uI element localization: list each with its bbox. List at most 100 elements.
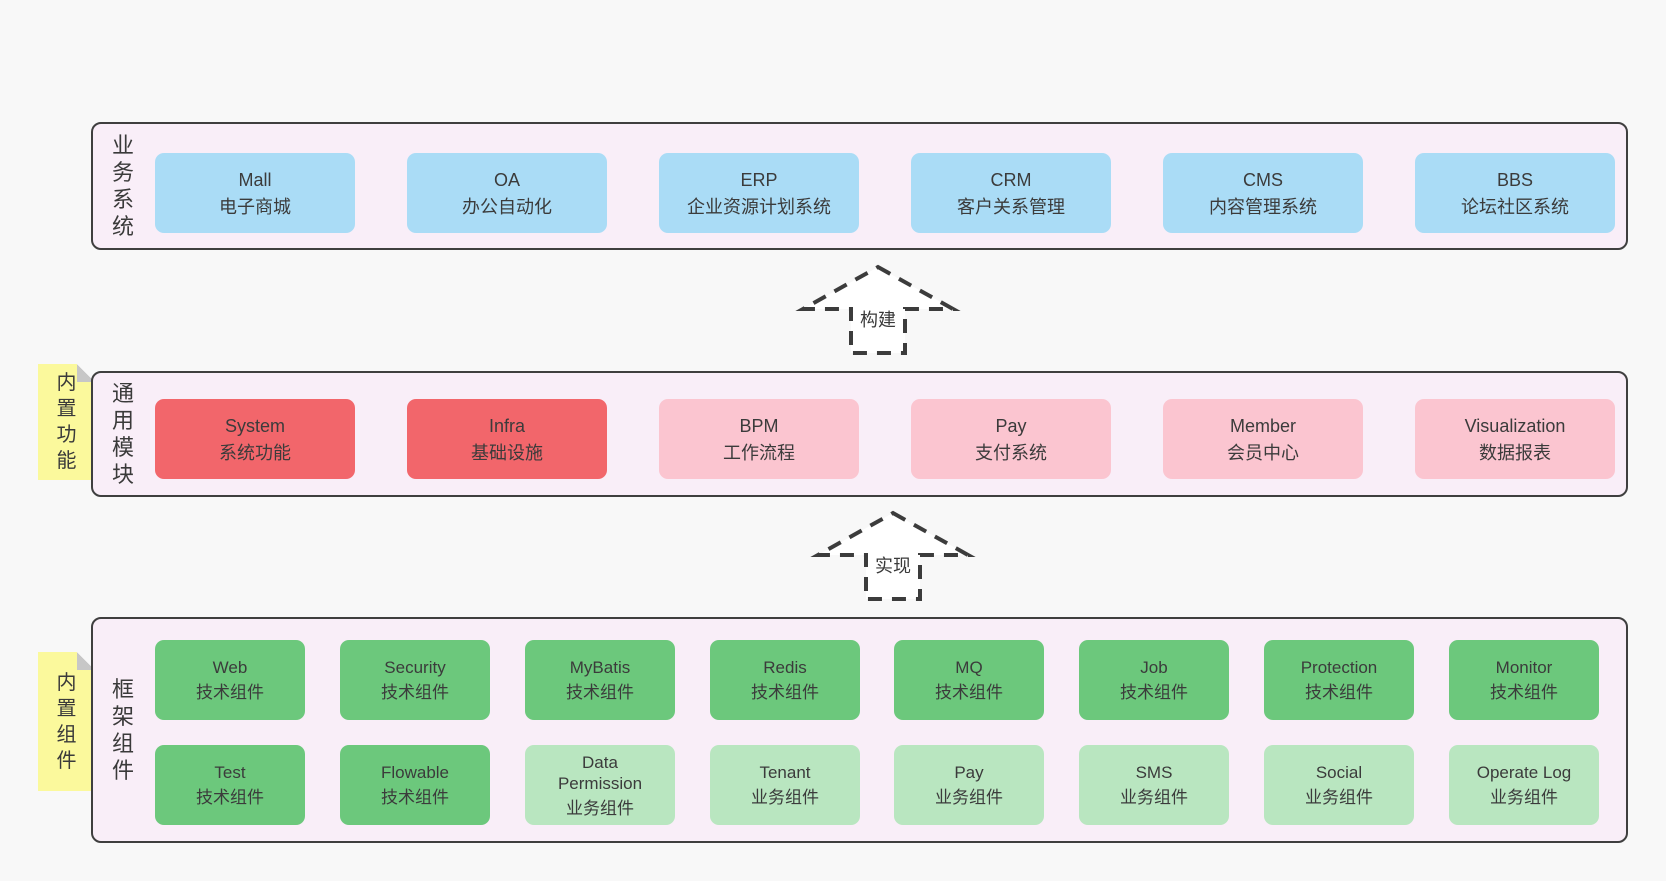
box-title: Operate Log — [1476, 763, 1572, 782]
layer-title-column: 通用模块 — [103, 373, 143, 495]
box-subtitle: 技术组件 — [1490, 683, 1558, 702]
box-bbs: BBS 论坛社区系统 — [1415, 153, 1615, 233]
box-oa: OA 办公自动化 — [407, 153, 607, 233]
box-subtitle: 业务组件 — [1305, 788, 1373, 807]
layer-title-column: 框架组件 — [103, 619, 143, 841]
box-subtitle: 技术组件 — [935, 683, 1003, 702]
box-title: MQ — [955, 658, 983, 677]
box-subtitle: 系统功能 — [219, 442, 291, 463]
box-title: Visualization — [1464, 415, 1566, 436]
box-operate-log: Operate Log 业务组件 — [1449, 745, 1599, 825]
box-subtitle: 办公自动化 — [462, 196, 552, 217]
box-subtitle: 工作流程 — [723, 442, 795, 463]
box-subtitle: 业务组件 — [566, 798, 634, 818]
box-title: MyBatis — [569, 658, 631, 677]
box-title: Monitor — [1495, 658, 1553, 677]
box-subtitle: 技术组件 — [196, 683, 264, 702]
box-title: System — [224, 415, 285, 436]
box-pay-component: Pay 业务组件 — [894, 745, 1044, 825]
box-subtitle: 支付系统 — [975, 442, 1047, 463]
layer-title: 通用模块 — [111, 381, 134, 487]
sticky-note-built-in-components: 内置组件 — [38, 652, 95, 791]
box-title: Redis — [763, 658, 807, 677]
box-title: Job — [1140, 658, 1168, 677]
box-subtitle: 企业资源计划系统 — [687, 196, 831, 217]
box-member: Member 会员中心 — [1163, 399, 1363, 479]
box-system: System 系统功能 — [155, 399, 355, 479]
box-job: Job 技术组件 — [1079, 640, 1229, 720]
box-social: Social 业务组件 — [1264, 745, 1414, 825]
box-pay: Pay 支付系统 — [911, 399, 1111, 479]
box-title: Social — [1315, 763, 1363, 782]
box-title: Flowable — [380, 763, 450, 782]
box-subtitle: 技术组件 — [381, 788, 449, 807]
note-label: 内置组件 — [56, 671, 77, 772]
box-subtitle: 客户关系管理 — [957, 196, 1065, 217]
box-title: Tenant — [759, 763, 811, 782]
box-title: CRM — [990, 169, 1032, 190]
box-cms: CMS 内容管理系统 — [1163, 153, 1363, 233]
box-data-permission: Data Permission 业务组件 — [525, 745, 675, 825]
box-subtitle: 基础设施 — [471, 442, 543, 463]
arrow-label: 实现 — [871, 552, 915, 578]
box-tenant: Tenant 业务组件 — [710, 745, 860, 825]
box-title: Pay — [954, 763, 984, 782]
box-title: Web — [212, 658, 248, 677]
box-monitor: Monitor 技术组件 — [1449, 640, 1599, 720]
box-title: Protection — [1300, 658, 1378, 677]
box-security: Security 技术组件 — [340, 640, 490, 720]
box-subtitle: 技术组件 — [566, 683, 634, 702]
box-title: Infra — [488, 415, 526, 436]
box-title: Data Permission — [557, 752, 643, 793]
layer-framework-components: 框架组件 Web 技术组件 Security 技术组件 MyBatis 技术组件… — [91, 617, 1628, 843]
box-title: Test — [214, 763, 246, 782]
box-mall: Mall 电子商城 — [155, 153, 355, 233]
box-title: Mall — [238, 169, 272, 190]
box-subtitle: 业务组件 — [1120, 788, 1188, 807]
box-crm: CRM 客户关系管理 — [911, 153, 1111, 233]
box-sms: SMS 业务组件 — [1079, 745, 1229, 825]
box-title: OA — [493, 169, 520, 190]
box-subtitle: 技术组件 — [751, 683, 819, 702]
folded-corner-icon — [77, 652, 95, 670]
box-subtitle: 技术组件 — [1120, 683, 1188, 702]
box-title: ERP — [740, 169, 778, 190]
box-title: BBS — [1496, 169, 1534, 190]
box-title: CMS — [1243, 169, 1283, 190]
note-label: 内置功能 — [56, 372, 77, 472]
box-subtitle: 内容管理系统 — [1209, 196, 1317, 217]
box-mq: MQ 技术组件 — [894, 640, 1044, 720]
layer-common-modules: 通用模块 System 系统功能 Infra 基础设施 BPM 工作流程 Pay… — [91, 371, 1628, 497]
box-subtitle: 会员中心 — [1227, 442, 1299, 463]
box-visualization: Visualization 数据报表 — [1415, 399, 1615, 479]
box-title: Member — [1229, 415, 1296, 436]
box-subtitle: 业务组件 — [1490, 788, 1558, 807]
box-protection: Protection 技术组件 — [1264, 640, 1414, 720]
sticky-note-built-in-functions: 内置功能 — [38, 364, 95, 480]
layer-business-systems: 业务系统 Mall 电子商城 OA 办公自动化 ERP 企业资源计划系统 CRM… — [91, 122, 1628, 250]
box-title: Security — [384, 658, 446, 677]
arrow-implement: 实现 — [808, 508, 978, 603]
box-title: SMS — [1135, 763, 1173, 782]
layer-title: 框架组件 — [111, 677, 134, 783]
box-erp: ERP 企业资源计划系统 — [659, 153, 859, 233]
arrow-label: 构建 — [856, 306, 900, 332]
box-bpm: BPM 工作流程 — [659, 399, 859, 479]
layer-title-column: 业务系统 — [103, 124, 143, 248]
box-mybatis: MyBatis 技术组件 — [525, 640, 675, 720]
box-subtitle: 技术组件 — [381, 683, 449, 702]
box-subtitle: 技术组件 — [196, 788, 264, 807]
box-subtitle: 电子商城 — [219, 196, 291, 217]
box-test: Test 技术组件 — [155, 745, 305, 825]
layer-title: 业务系统 — [111, 133, 134, 239]
box-flowable: Flowable 技术组件 — [340, 745, 490, 825]
box-title: Pay — [995, 415, 1027, 436]
folded-corner-icon — [77, 364, 95, 382]
box-subtitle: 业务组件 — [751, 788, 819, 807]
box-subtitle: 业务组件 — [935, 788, 1003, 807]
box-subtitle: 论坛社区系统 — [1461, 196, 1569, 217]
box-infra: Infra 基础设施 — [407, 399, 607, 479]
box-redis: Redis 技术组件 — [710, 640, 860, 720]
box-subtitle: 数据报表 — [1479, 442, 1551, 463]
